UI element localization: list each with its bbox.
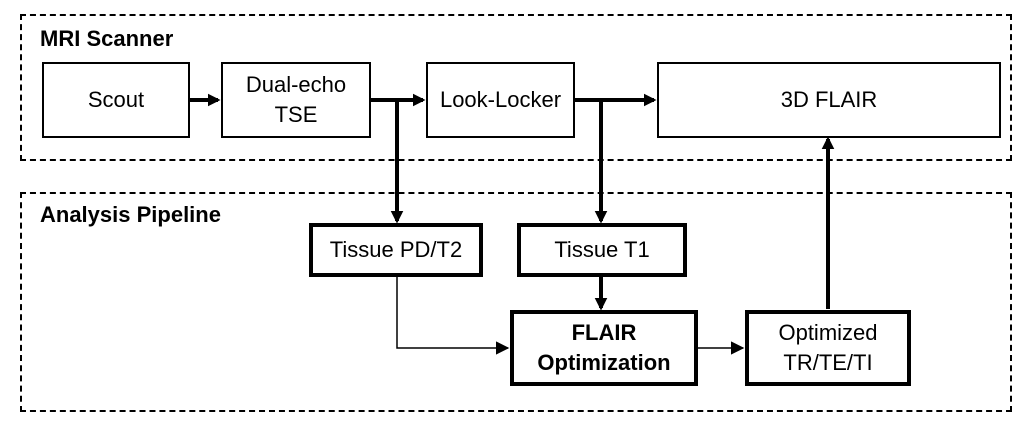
mri-scanner-group	[20, 14, 1012, 161]
dual-echo-tse-box: Dual-echo TSE	[221, 62, 371, 138]
analysis-pipeline-group	[20, 192, 1012, 412]
tissue-t1-box: Tissue T1	[517, 223, 687, 277]
optimized-params-box: Optimized TR/TE/TI	[745, 310, 911, 386]
3d-flair-box: 3D FLAIR	[657, 62, 1001, 138]
scout-box: Scout	[42, 62, 190, 138]
edge-tissue-pd-t2-to-flair-optimization	[396, 277, 510, 355]
flair-optimization-box: FLAIR Optimization	[510, 310, 698, 386]
look-locker-box: Look-Locker	[426, 62, 575, 138]
analysis-pipeline-title: Analysis Pipeline	[40, 202, 221, 227]
tissue-pd-t2-box: Tissue PD/T2	[309, 223, 483, 277]
mri-scanner-title: MRI Scanner	[40, 26, 174, 51]
